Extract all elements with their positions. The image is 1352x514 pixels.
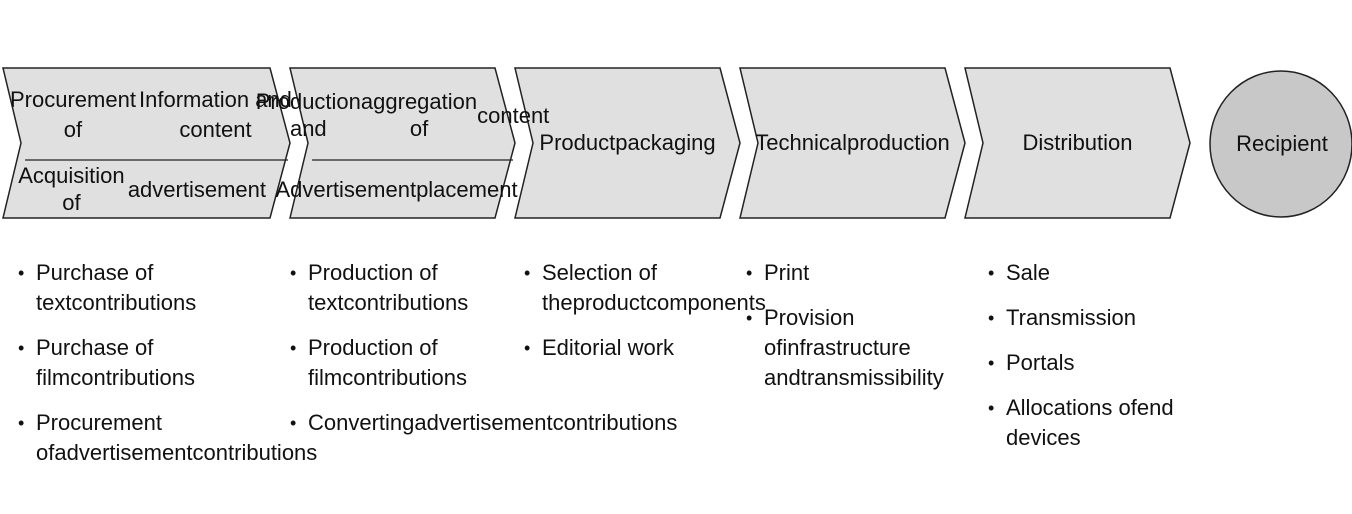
- activity-item: Convertingadvertisementcontributions: [290, 408, 677, 438]
- stage-5-activities: SaleTransmissionPortalsAllocations ofend…: [988, 258, 1188, 468]
- activity-item: Portals: [988, 348, 1188, 378]
- recipient-circle: [1209, 70, 1352, 218]
- activity-item: Purchase of textcontributions: [18, 258, 263, 318]
- stage-5-label: Distribution: [1022, 130, 1133, 155]
- stage-chevron-5: [964, 67, 1191, 219]
- activity-item: Print: [746, 258, 966, 288]
- recipient-label: Recipient: [1236, 131, 1328, 156]
- stage-2-activities: Production of textcontributionsProductio…: [290, 258, 677, 453]
- activity-item: Procurement ofadvertisementcontributions: [18, 408, 317, 468]
- activity-item: Transmission: [988, 303, 1188, 333]
- activity-item: Purchase of filmcontributions: [18, 333, 263, 393]
- stage-chevron-1: [2, 67, 291, 219]
- stage-3-activities: Selection of theproductcomponentsEditori…: [524, 258, 766, 378]
- activity-item: Provision ofinfrastructure andtransmissi…: [746, 303, 966, 393]
- stage-1-activities: Purchase of textcontributionsPurchase of…: [18, 258, 317, 483]
- activity-item: Editorial work: [524, 333, 729, 363]
- activity-item: Selection of theproductcomponents: [524, 258, 766, 318]
- stage-chevron-2: [289, 67, 516, 219]
- activity-item: Production of textcontributions: [290, 258, 515, 318]
- stage-chevron-4: [739, 67, 966, 219]
- activity-item: Sale: [988, 258, 1188, 288]
- activity-item: Allocations ofend devices: [988, 393, 1188, 453]
- stage-4-activities: PrintProvision ofinfrastructure andtrans…: [746, 258, 966, 408]
- activity-item: Production of filmcontributions: [290, 333, 515, 393]
- stage-chevron-3: [514, 67, 741, 219]
